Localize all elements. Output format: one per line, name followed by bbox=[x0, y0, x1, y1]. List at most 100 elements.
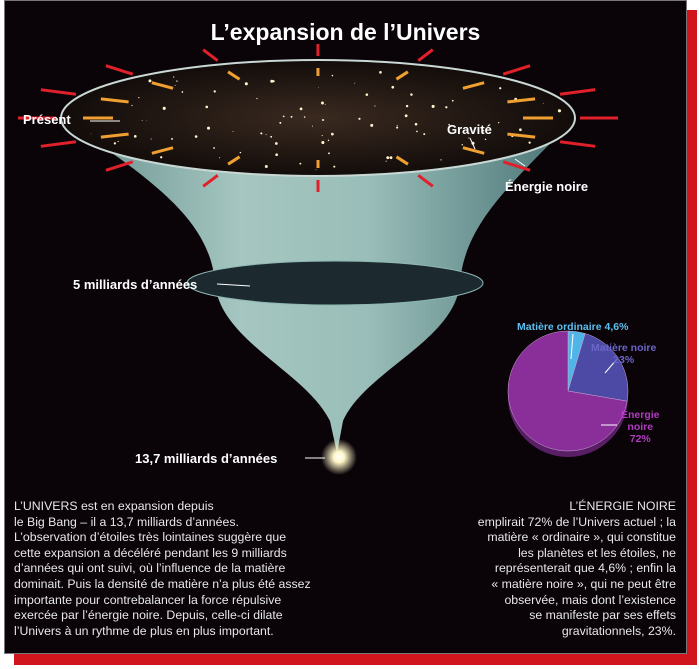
star bbox=[440, 159, 441, 160]
star bbox=[328, 140, 329, 141]
pie-label-ordinary-matter: Matière ordinaire 4,6% bbox=[517, 321, 628, 333]
text-line: matière « ordinaire », qui constitue bbox=[346, 530, 676, 546]
star bbox=[498, 122, 499, 123]
star bbox=[499, 87, 501, 89]
star bbox=[299, 163, 301, 165]
star bbox=[182, 91, 184, 93]
star bbox=[432, 105, 435, 108]
star bbox=[270, 80, 273, 83]
text-line: le Big Bang – il a 13,7 milliards d’anné… bbox=[14, 515, 374, 531]
star bbox=[304, 116, 306, 118]
star bbox=[370, 124, 373, 127]
star bbox=[291, 116, 293, 118]
star bbox=[354, 83, 355, 84]
dark-energy-arrow-icon bbox=[560, 90, 595, 95]
text-line: L’ÉNERGIE NOIRE bbox=[346, 499, 676, 515]
star bbox=[318, 87, 319, 88]
dark-energy-arrow-icon bbox=[418, 50, 433, 61]
star bbox=[390, 156, 393, 159]
text-line: exercée par l’énergie noire. Depuis, cel… bbox=[14, 608, 374, 624]
label-present: Présent bbox=[23, 112, 71, 127]
text-line: d’années qui ont suivi, où l’influence d… bbox=[14, 561, 374, 577]
text-line: observée, mais dont l’existence bbox=[346, 593, 676, 609]
star bbox=[151, 139, 152, 140]
star bbox=[266, 134, 267, 135]
page-title: L’expansion de l’Univers bbox=[5, 19, 686, 46]
dark-energy-arrow-icon bbox=[106, 66, 133, 74]
star bbox=[240, 152, 241, 153]
label-13-7-billion-years: 13,7 milliards d’années bbox=[135, 451, 277, 466]
star bbox=[138, 97, 139, 98]
text-line: se manifeste par ses effets bbox=[346, 608, 676, 624]
star bbox=[332, 75, 334, 77]
star bbox=[312, 126, 313, 127]
star bbox=[322, 135, 323, 136]
star bbox=[300, 107, 303, 110]
star bbox=[316, 169, 317, 170]
star bbox=[406, 105, 408, 107]
star bbox=[148, 79, 151, 82]
star bbox=[275, 153, 278, 156]
star bbox=[321, 102, 324, 105]
star bbox=[176, 80, 177, 81]
star bbox=[528, 141, 530, 143]
star bbox=[214, 90, 216, 92]
star bbox=[146, 120, 147, 121]
star bbox=[245, 82, 248, 85]
dark-energy-arrow-icon bbox=[503, 66, 530, 74]
text-line: importante pour contrebalancer la force … bbox=[14, 593, 374, 609]
star bbox=[260, 132, 262, 134]
text-line: cette expansion a décéléré pendant les 9… bbox=[14, 546, 374, 562]
star bbox=[219, 157, 220, 158]
infographic-panel: L’expansion de l’Univers Présent Gravité… bbox=[4, 0, 687, 654]
star bbox=[416, 131, 418, 133]
dark-energy-description: L’ÉNERGIE NOIREemplirait 72% de l’Univer… bbox=[346, 499, 676, 639]
big-bang-star bbox=[321, 439, 357, 475]
star bbox=[173, 76, 174, 77]
text-line: les planètes et les étoiles, ne bbox=[346, 546, 676, 562]
star bbox=[358, 118, 360, 120]
dark-energy-arrow-icon bbox=[41, 142, 76, 147]
star bbox=[131, 105, 132, 106]
text-line: L’UNIVERS est en expansion depuis bbox=[14, 499, 374, 515]
star bbox=[558, 109, 561, 112]
star bbox=[283, 116, 285, 118]
pie-label-dark-energy: Énergienoire72% bbox=[621, 409, 660, 445]
expansion-description: L’UNIVERS est en expansion depuisle Big … bbox=[14, 499, 374, 639]
star bbox=[386, 156, 389, 159]
star bbox=[118, 141, 119, 142]
dark-energy-arrow-icon bbox=[560, 142, 595, 147]
star bbox=[386, 161, 387, 162]
text-line: L’observation d’étoiles très lointaines … bbox=[14, 530, 374, 546]
star bbox=[279, 122, 281, 124]
star bbox=[379, 71, 382, 74]
star bbox=[445, 106, 447, 108]
star bbox=[275, 142, 278, 145]
text-line: « matière noire », qui ne peut être bbox=[346, 577, 676, 593]
star bbox=[114, 142, 116, 144]
star bbox=[462, 144, 463, 145]
star bbox=[195, 135, 198, 138]
star bbox=[519, 128, 522, 131]
star bbox=[256, 98, 257, 99]
star bbox=[415, 123, 418, 126]
star bbox=[405, 114, 408, 117]
star bbox=[163, 107, 166, 110]
star bbox=[328, 152, 330, 154]
star bbox=[207, 127, 210, 130]
star bbox=[374, 105, 375, 106]
star bbox=[366, 93, 369, 96]
dark-energy-arrow-icon bbox=[41, 90, 76, 95]
label-dark-energy: Énergie noire bbox=[505, 179, 588, 194]
star bbox=[270, 136, 272, 138]
text-line: gravitationnels, 23%. bbox=[346, 624, 676, 640]
pie-label-dark-matter: Matière noire23% bbox=[591, 342, 656, 366]
star bbox=[160, 156, 162, 158]
star bbox=[410, 93, 412, 95]
text-line: représenterait que 4,6% ; enfin la bbox=[346, 561, 676, 577]
slice-5-billion-years bbox=[187, 261, 483, 305]
star bbox=[205, 106, 208, 109]
label-gravity: Gravité bbox=[447, 122, 492, 137]
star bbox=[91, 134, 92, 135]
star bbox=[485, 139, 486, 140]
